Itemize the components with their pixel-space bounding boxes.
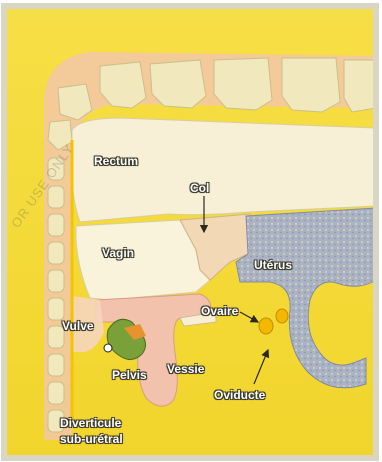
ovary-shape: [259, 318, 273, 334]
label-col: Col: [190, 181, 209, 195]
label-uterus: Utérus: [254, 258, 292, 272]
label-vessie: Vessie: [167, 362, 204, 376]
ovary-shape-2: [276, 309, 288, 323]
vertebra: [344, 60, 376, 112]
label-oviducte: Oviducte: [214, 388, 265, 402]
vertebra: [282, 58, 340, 112]
label-pelvis: Pelvis: [112, 368, 147, 382]
vertebra: [150, 60, 206, 108]
label-vagin: Vagin: [102, 246, 134, 260]
vertebra: [214, 58, 272, 110]
label-vulve: Vulve: [62, 319, 94, 333]
rectum-shape: [72, 118, 376, 222]
label-diverticule: Diverticule: [60, 416, 121, 430]
label-sub-uretral: sub-urétral: [60, 432, 123, 446]
label-rectum: Rectum: [94, 154, 138, 168]
label-ovaire: Ovaire: [201, 304, 238, 318]
pelvis-dot: [104, 344, 112, 352]
